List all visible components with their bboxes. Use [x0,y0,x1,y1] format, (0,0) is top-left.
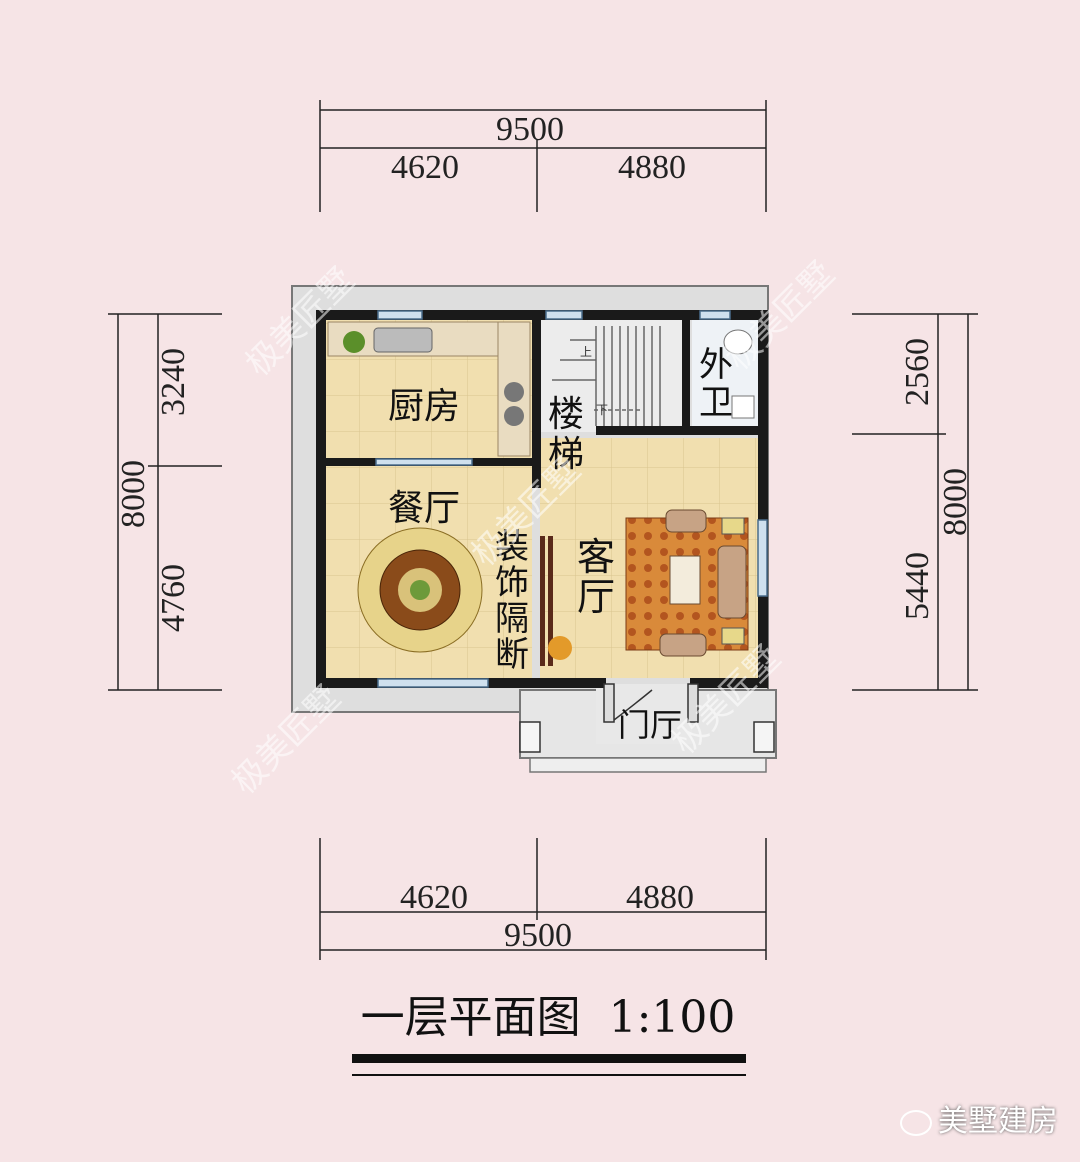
room-label-stairs-2: 梯 [548,434,584,475]
title-underline-thick [352,1054,746,1063]
room-label-kitchen: 厨房 [388,386,460,427]
room-label-living-1: 客 [577,535,615,579]
room-label-partition-3: 隔 [495,599,529,639]
dim-left-upper: 3240 [155,348,192,416]
wechat-icon [900,1109,932,1136]
room-label-partition-2: 饰 [495,563,529,603]
room-label-bathroom-2: 卫 [699,383,733,423]
watermark-4: 极美匠墅 [224,678,348,802]
room-label-partition-1: 装 [495,527,529,567]
dim-bottom-total: 9500 [504,917,572,954]
room-label-living-2: 厅 [577,575,615,619]
dim-top-left: 4620 [391,149,459,186]
dim-top-total: 9500 [496,111,564,148]
dim-bottom-right: 4880 [626,879,694,916]
dim-right-lower: 5440 [899,552,936,620]
dim-left-lower: 4760 [155,564,192,632]
staircase [552,326,661,426]
kitchen-counter [327,321,531,457]
footer-brand-text: 美墅建房 [938,1104,1058,1139]
room-label-partition-4: 断 [495,635,529,675]
bottom-dimensions [319,838,767,960]
dim-top-right: 4880 [618,149,686,186]
bathroom-fixtures [723,329,755,419]
dim-right-upper: 2560 [899,338,936,406]
dim-left-total: 8000 [115,460,152,528]
stair-down-label: 下 [596,403,608,417]
room-label-entrance: 门厅 [618,706,682,744]
room-label-bathroom-1: 外 [699,345,733,385]
stair-up-label: 上 [580,345,592,359]
dining-table [357,527,483,653]
footer-brand: 美墅建房 [900,1096,1058,1140]
windows [375,310,768,688]
top-dimensions [319,100,767,212]
dim-bottom-left: 4620 [400,879,468,916]
right-dimensions [852,313,978,691]
room-label-stairs-1: 楼 [548,394,584,435]
plant-icon [548,636,572,660]
room-label-dining: 餐厅 [388,488,460,529]
left-dimensions [108,313,222,691]
drawing-title: 一层平面图 1:100 [361,992,736,1043]
dim-right-total: 8000 [937,468,974,536]
living-room-furniture [625,509,749,657]
entrance-doors [519,683,775,753]
title-underline-thin [352,1074,746,1076]
